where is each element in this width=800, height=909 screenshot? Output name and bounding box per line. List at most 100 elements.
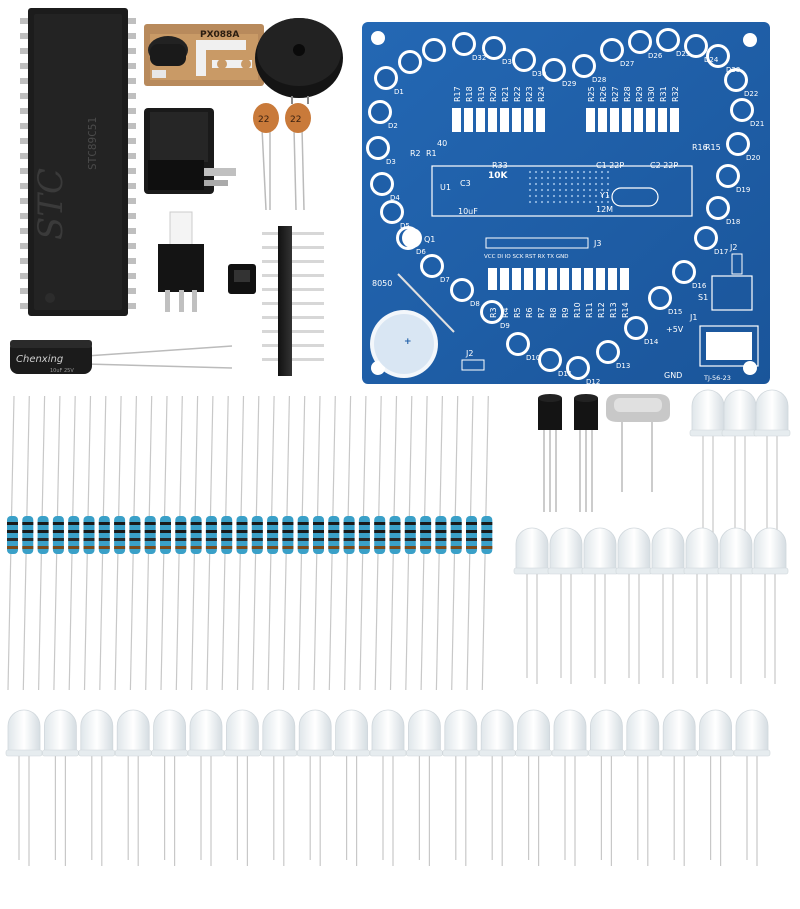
pcb-resistor-pad <box>620 268 629 290</box>
resistor <box>7 395 18 691</box>
pcb-via <box>606 194 610 198</box>
resistor <box>404 395 416 691</box>
ic-pin <box>20 93 30 99</box>
ic-pin <box>126 243 136 249</box>
led <box>78 709 116 866</box>
pcb-resistor-label: R7 <box>537 307 546 318</box>
pcb-resistor-label: R23 <box>525 86 534 102</box>
pcb-resistor-footprints <box>452 108 679 290</box>
pcb-via <box>576 200 580 204</box>
pcb-resistor-label: R22 <box>513 86 522 102</box>
pcb-via <box>570 188 574 192</box>
pcb-led-label: D8 <box>470 300 480 308</box>
pcb-resistor-label: R20 <box>489 86 498 102</box>
ic-pin <box>20 303 30 309</box>
resistor <box>98 395 110 691</box>
pcb-via <box>588 170 592 174</box>
ic-pin <box>20 48 30 54</box>
pcb-resistor-label: R8 <box>549 307 558 318</box>
pcb-led-label: D18 <box>726 218 740 226</box>
pcb-resistor-label: R21 <box>501 86 510 102</box>
ic-pin <box>126 93 136 99</box>
led-group <box>5 389 791 866</box>
pcb-resistor-label: R25 <box>587 86 596 102</box>
pcb-led-label: D7 <box>440 276 450 284</box>
pcb-via <box>528 200 532 204</box>
pcb-led-pad <box>369 139 387 157</box>
ic-pin <box>126 288 136 294</box>
pcb-crystal-ref: Y1 <box>599 191 610 200</box>
led <box>151 709 188 866</box>
pcb-via <box>534 188 538 192</box>
pcb-via <box>582 182 586 186</box>
pcb-led-pad <box>719 167 737 185</box>
mcu-chip-brand: STC <box>31 168 71 240</box>
led <box>717 527 755 684</box>
resistor <box>358 395 370 691</box>
pcb-via <box>588 176 592 180</box>
pcb-resistor-pad <box>548 268 557 290</box>
pcb-resistor-pad <box>452 108 461 132</box>
pcb-led-pad <box>453 281 471 299</box>
pcb-via <box>558 170 562 174</box>
pcb-via <box>534 194 538 198</box>
pcb-led-pad <box>515 51 533 69</box>
pcb-via <box>600 188 604 192</box>
pcb-resistor-pad <box>646 108 655 132</box>
pcb-r16-label: R16 <box>692 143 708 152</box>
pcb-via <box>540 200 544 204</box>
resistor <box>466 395 477 691</box>
pcb-via <box>570 194 574 198</box>
pcb-led-pad <box>727 71 745 89</box>
pcb-via <box>552 176 556 180</box>
pcb-led-pad <box>509 335 527 353</box>
pcb-via <box>606 200 610 204</box>
pcb-via <box>576 194 580 198</box>
pcb-led-pad <box>425 41 443 59</box>
electrolytic-capacitor: Chenxing 10uF 25V <box>10 340 233 374</box>
pcb-j2-ref: J2 <box>465 349 473 358</box>
pcb-led-pad <box>627 319 645 337</box>
pcb-led-pad <box>729 135 747 153</box>
led <box>588 709 625 866</box>
pcb-led-pad <box>377 69 395 87</box>
ic-pin <box>20 243 30 249</box>
led <box>5 709 43 866</box>
header-pin <box>262 288 324 291</box>
led <box>751 527 789 684</box>
pcb-via <box>570 200 574 204</box>
pcb-via <box>540 170 544 174</box>
mcu-chip: STC STC89C51 <box>20 8 136 316</box>
resistor <box>190 395 202 691</box>
pcb-via <box>582 194 586 198</box>
pcb-via <box>594 194 598 198</box>
pcb-resistor-label: R6 <box>525 307 534 318</box>
ic-pin <box>126 48 136 54</box>
led <box>697 709 734 866</box>
pcb-board-name: TJ-56-23 <box>703 374 731 382</box>
pcb-power-label: +5V <box>666 325 684 334</box>
led <box>649 527 687 684</box>
pcb-led-label: D13 <box>616 362 630 370</box>
pcb-via <box>600 170 604 174</box>
pcb-led-pad <box>423 257 441 275</box>
pcb-ic-ref: U1 <box>440 183 451 192</box>
resistor <box>221 395 233 691</box>
pcb-via <box>528 182 532 186</box>
pcb-resistor-label: R17 <box>453 86 462 102</box>
svg-text:+: + <box>404 337 412 347</box>
pcb-led-label: D27 <box>620 60 634 68</box>
pcb-led-pad <box>541 351 559 369</box>
pcb-led-label: D6 <box>416 248 426 256</box>
pcb-via <box>546 194 550 198</box>
led <box>624 709 662 866</box>
resistor <box>144 395 156 691</box>
pcb-via <box>552 200 556 204</box>
resistor <box>267 395 279 691</box>
led <box>547 527 585 684</box>
pcb-j3-pins: VCC DI IO SCK RST RX TX GND <box>484 254 568 260</box>
pcb-led-label: D15 <box>668 308 682 316</box>
led <box>187 709 225 866</box>
pcb-resistor-label: R27 <box>611 86 620 102</box>
pcb-resistor-label: R12 <box>597 302 606 318</box>
